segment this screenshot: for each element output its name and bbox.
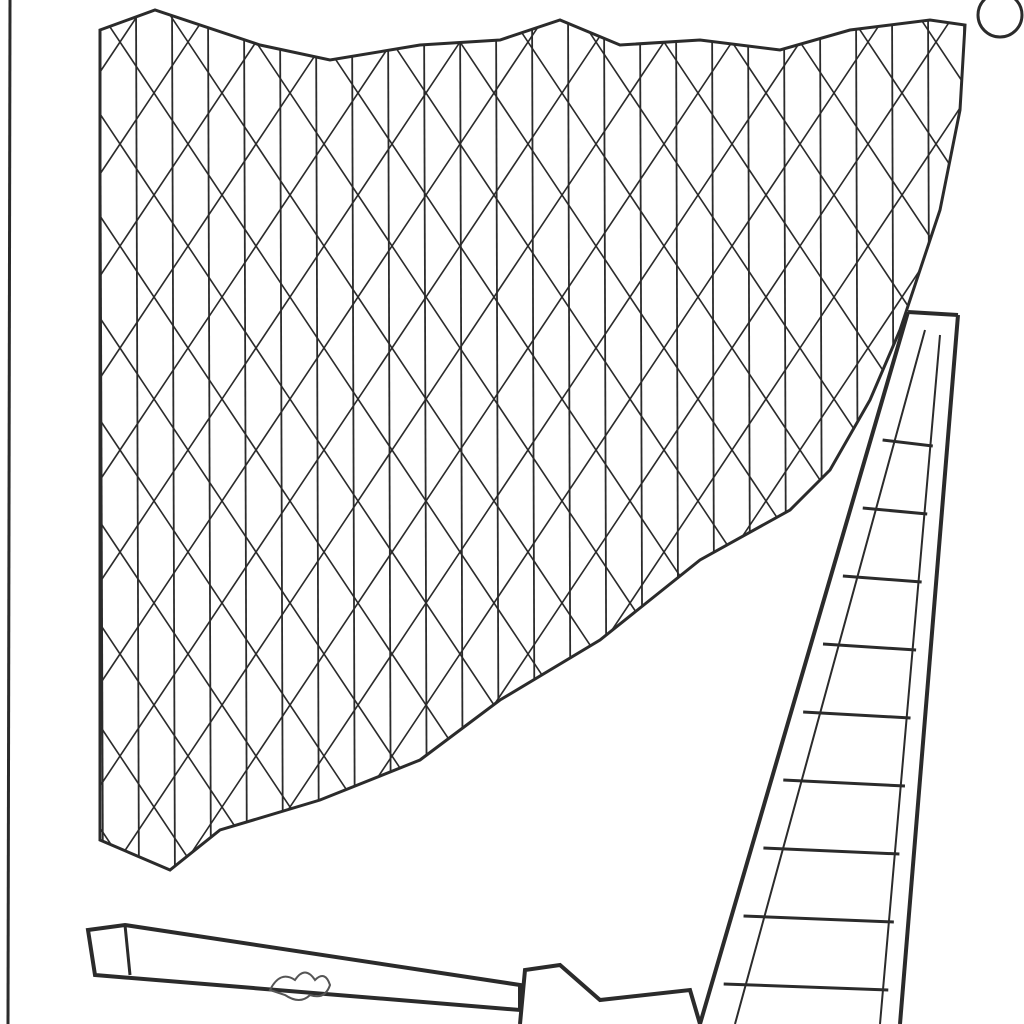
- lattice-vertical-line: [423, 10, 428, 870]
- lattice-diagonal-line: [100, 10, 625, 870]
- lattice-vertical-line: [279, 10, 284, 870]
- lattice-diagonal-line: [771, 10, 965, 870]
- bracket: [518, 962, 702, 1024]
- lattice-vertical-line: [243, 10, 248, 870]
- ladder-rung: [803, 710, 911, 720]
- lattice-diagonal-line: [703, 10, 965, 870]
- ladder-rung: [822, 642, 917, 652]
- ladder: [698, 310, 960, 1024]
- ladder-top: [907, 310, 959, 317]
- lattice-vertical-line: [171, 10, 176, 870]
- lattice-diagonal-line: [100, 10, 285, 870]
- left-border-line: [6, 0, 12, 1024]
- ladder-rung: [763, 846, 900, 856]
- lattice-vertical-line: [351, 10, 356, 870]
- lattice-diagonal-line: [100, 10, 489, 870]
- ladder-rung: [743, 914, 894, 924]
- lattice-diagonal-line: [100, 10, 217, 870]
- beam: [85, 922, 702, 1024]
- ladder-rung: [882, 438, 933, 448]
- beam-end-cap: [123, 924, 132, 976]
- ladder-rung: [842, 574, 922, 584]
- lattice-diagonal-line: [100, 10, 285, 870]
- lattice-diagonal-line: [295, 10, 897, 870]
- ladder-right-rail: [898, 314, 960, 1024]
- lattice-diagonal-line: [100, 10, 353, 870]
- lattice-diagonal-line: [159, 10, 761, 870]
- lattice-vertical-line: [315, 10, 320, 870]
- lattice-outline: [98, 8, 967, 872]
- lattice-vertical-line: [207, 10, 212, 870]
- ladder-left-rail-inner: [734, 329, 926, 1024]
- lattice-vertical-line: [135, 10, 140, 870]
- lattice-diagonal-line: [100, 10, 693, 870]
- corner-ring: [976, 0, 1024, 39]
- lattice-diagonal-line: [100, 10, 421, 870]
- beam-body: [85, 922, 522, 1013]
- lattice-diagonal-line: [100, 10, 217, 870]
- ladder-rung: [723, 982, 889, 992]
- ladder-rung: [783, 778, 906, 788]
- lattice-diagonal-line: [100, 10, 557, 870]
- scribble: [268, 971, 332, 1001]
- ladder-rung: [862, 506, 928, 516]
- ladder-left-rail: [698, 311, 910, 1024]
- lattice-diagonal-line: [227, 10, 829, 870]
- lattice-diagonal-line: [100, 10, 353, 870]
- lattice-diagonal-line: [839, 10, 965, 870]
- ladder-right-rail-inner: [879, 334, 941, 1024]
